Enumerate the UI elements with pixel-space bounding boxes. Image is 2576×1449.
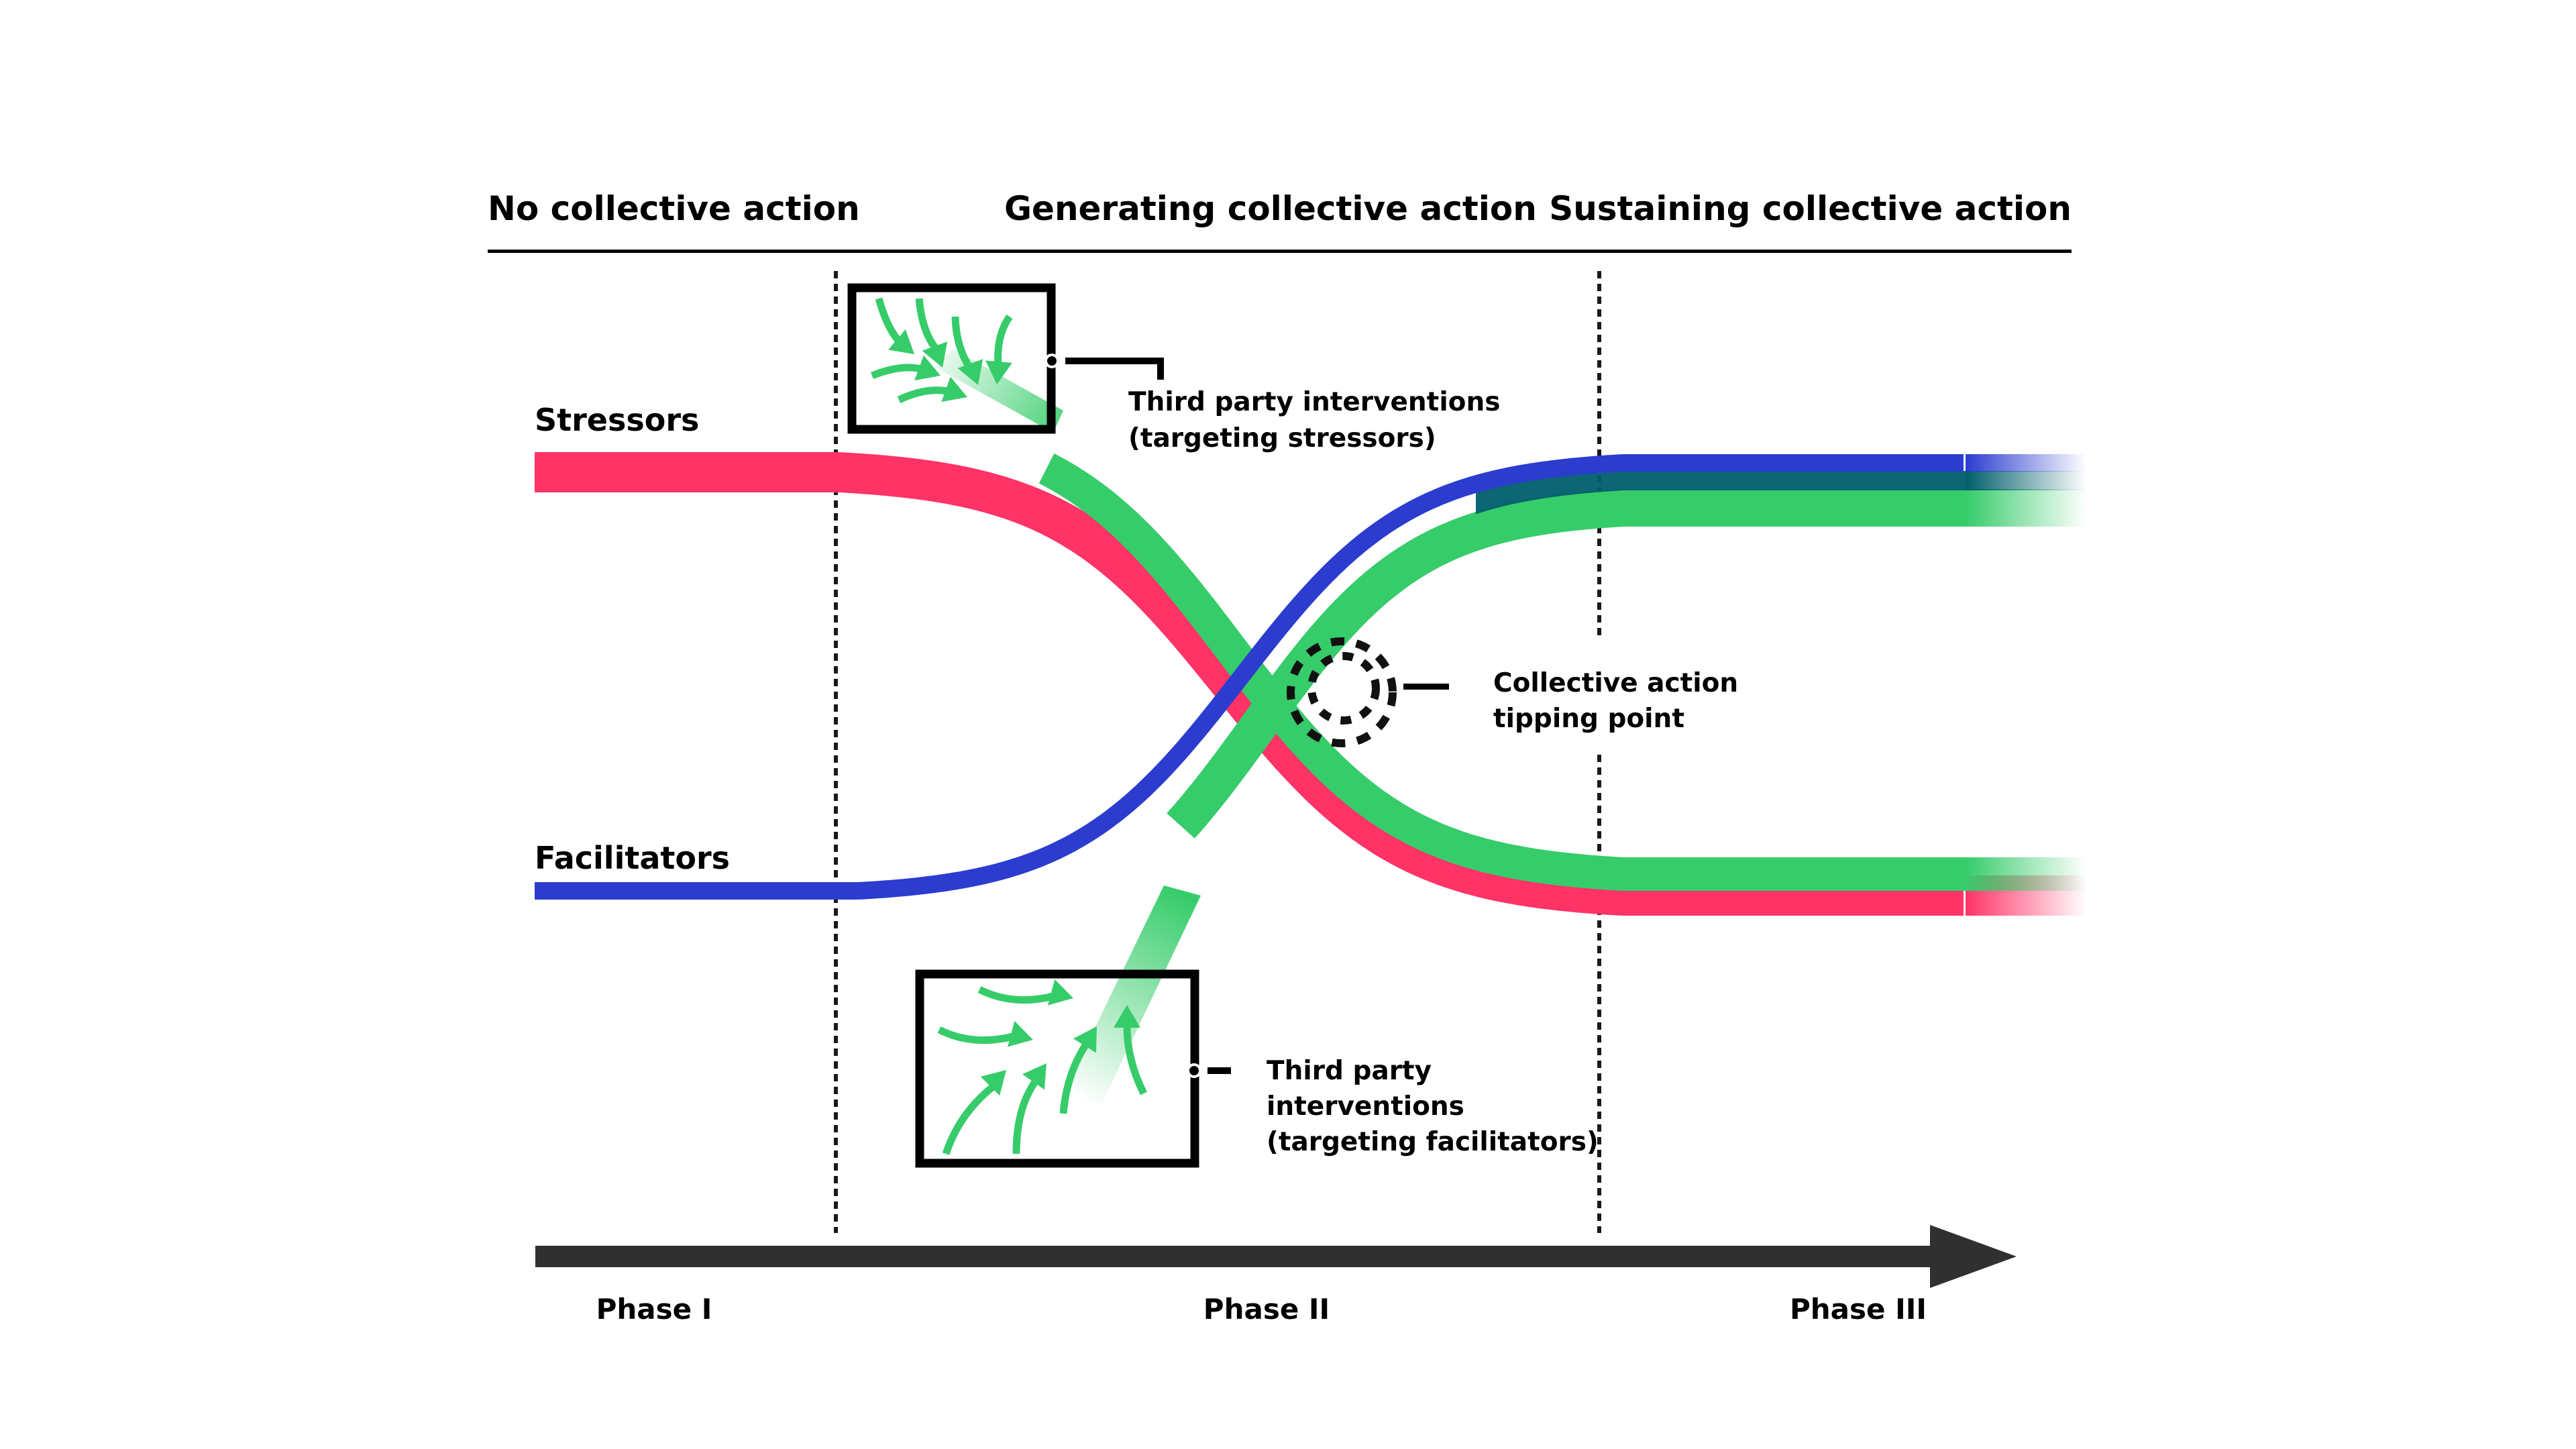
arrow-shaft [977, 986, 1055, 1004]
annotation-line: interventions [1267, 1091, 1464, 1122]
stressor-interventions-annotation: Third party interventions (targeting str… [1128, 387, 1500, 453]
arrowhead-icon [1114, 1005, 1140, 1028]
arrowhead-icon [1007, 1020, 1033, 1047]
annotation-line: Collective action [1493, 668, 1738, 698]
stressor-box-connector-line [1065, 358, 1164, 380]
intervention-arrow [870, 355, 941, 381]
facilitator-intervention-box [915, 969, 1231, 1168]
stage-label-sustaining: Sustaining collective action [1549, 189, 2072, 228]
facilitator-interventions-curve [1167, 489, 1966, 839]
arrowhead-icon [888, 329, 914, 354]
phase-label-3: Phase III [1790, 1293, 1927, 1326]
arrowhead-icon [922, 341, 948, 368]
facilitators-curve-fade [1966, 454, 2086, 472]
stressors-label: Stressors [535, 402, 699, 438]
stressor-interventions-curve-fade [1966, 857, 2086, 891]
tipping-point-annotation: Collective action tipping point [1493, 668, 1738, 734]
arrow-shaft [942, 1083, 996, 1155]
arrow-shaft [937, 1026, 1014, 1044]
facilitator-interventions-curve-fade [1966, 489, 2086, 527]
arrowhead-icon [1022, 1063, 1046, 1090]
phase-label-1: Phase I [596, 1293, 712, 1326]
phase-label-2: Phase II [1203, 1293, 1330, 1326]
arrowhead-icon [941, 376, 967, 402]
facilitators-label: Facilitators [535, 840, 730, 876]
facilitator-box-connector-line [1208, 1067, 1231, 1074]
intervention-arrow [897, 376, 967, 403]
tipping-point-outer-ring [1287, 637, 1397, 747]
arrow-shaft [1059, 1040, 1090, 1114]
facilitator-box-connector-dot [1187, 1063, 1201, 1078]
header-divider [488, 250, 2072, 253]
arrow-shaft [915, 298, 943, 355]
facilitator-interventions-branch [1060, 885, 1201, 1107]
facilitator-intervention-arrows [937, 979, 1147, 1155]
arrow-shaft [994, 314, 1013, 366]
facilitators-curve [535, 454, 1964, 900]
facilitator-interventions-annotation: Third party interventions (targeting fac… [1267, 1056, 1599, 1157]
annotation-line: Third party [1267, 1056, 1432, 1086]
overlap-curve-fade [1966, 471, 2086, 490]
annotation-line: tipping point [1493, 704, 1684, 734]
overlap-curve [1476, 471, 1966, 515]
arrowhead-icon [1047, 979, 1073, 1006]
arrowhead-icon [980, 1070, 1006, 1096]
arrowhead-icon [914, 355, 941, 381]
stressor-box-connector-dot [1044, 354, 1059, 368]
intervention-arrow [1012, 1063, 1046, 1155]
intervention-arrow [1114, 1005, 1147, 1095]
stage-label-no-action: No collective action [488, 189, 860, 228]
arrow-shaft [1123, 1026, 1147, 1095]
intervention-arrow [977, 979, 1073, 1006]
annotation-line: (targeting facilitators) [1267, 1127, 1599, 1157]
arrowhead-icon [1073, 1026, 1097, 1053]
intervention-arrow [915, 298, 948, 368]
arrow-shaft [1012, 1077, 1040, 1155]
annotation-line: Third party interventions [1128, 387, 1500, 417]
intervention-arrow [942, 1070, 1006, 1155]
intervention-arrow [985, 314, 1013, 384]
annotation-line: (targeting stressors) [1128, 423, 1436, 453]
time-axis [535, 1225, 2017, 1288]
tipping-point-inner-ring [1307, 652, 1380, 724]
stressor-intervention-arrows [870, 297, 1013, 403]
arrowhead-icon [957, 359, 983, 385]
arrowhead-icon [985, 360, 1012, 384]
stage-label-generating: Generating collective action [1004, 189, 1537, 228]
intervention-arrow [951, 316, 983, 385]
time-axis-arrowhead [1930, 1225, 2017, 1288]
intervention-arrow [1059, 1026, 1097, 1114]
curves-layer [535, 349, 2086, 1107]
tipping-point-marker [1287, 637, 1449, 747]
tipping-point-connector-line [1403, 684, 1449, 690]
intervention-arrow [875, 297, 914, 354]
stressor-intervention-box [847, 283, 1164, 434]
time-axis-shaft [535, 1246, 1932, 1267]
intervention-arrow [937, 1020, 1033, 1047]
